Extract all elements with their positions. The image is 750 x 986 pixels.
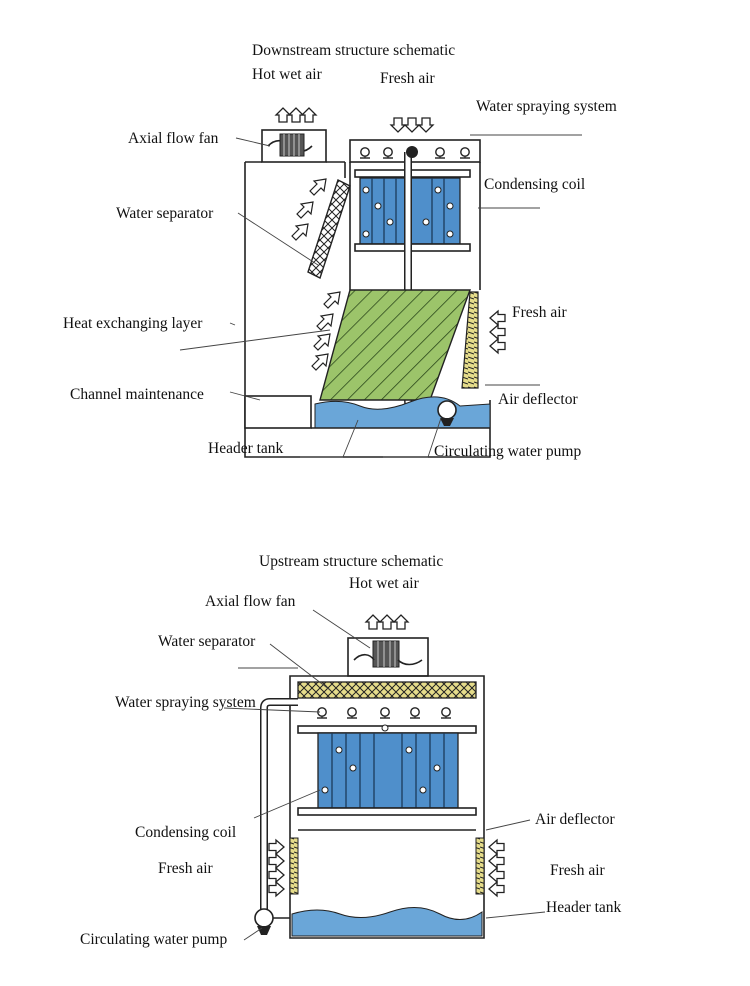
heat-exchanging-layer-label: Heat exchanging layer	[63, 315, 203, 332]
upstream-diagram: Upstream structure schematic Hot wet air…	[80, 553, 622, 948]
upstream-fresh-air-left-label: Fresh air	[158, 860, 214, 877]
side-fresh-air-arrows	[489, 310, 506, 354]
water-separator	[307, 179, 351, 279]
fresh-air-arrow	[390, 117, 406, 133]
circulating-pump	[437, 400, 457, 420]
upstream-header-tank-label: Header tank	[546, 899, 622, 916]
upstream-condensing-coil-label: Condensing coil	[135, 824, 236, 841]
upstream-water-separator-label: Water separator	[158, 633, 256, 650]
upstream-air-deflector	[475, 837, 485, 895]
channel-maintenance-label: Channel maintenance	[70, 386, 204, 403]
upstream-water-separator	[297, 681, 477, 699]
upstream-circulating-water-pump-label: Circulating water pump	[80, 931, 227, 948]
upstream-air-deflector-label: Air deflector	[535, 811, 615, 828]
upstream-left-fresh-air-arrows	[268, 839, 285, 897]
axial-flow-fan-label: Axial flow fan	[128, 130, 219, 147]
channel-maintenance	[244, 395, 312, 429]
hot-air-arrows	[275, 107, 317, 123]
fresh-air-top-label: Fresh air	[380, 70, 436, 87]
axial-fan	[261, 129, 345, 163]
header-tank-label: Header tank	[208, 440, 284, 457]
condensing-coil-label: Condensing coil	[484, 176, 585, 193]
upstream-hot-air-arrows	[365, 614, 409, 630]
upstream-axial-flow-fan-label: Axial flow fan	[205, 593, 296, 610]
upstream-fresh-air-right-label: Fresh air	[550, 862, 606, 879]
upstream-title: Upstream structure schematic	[259, 553, 443, 570]
water-spraying-system-label: Water spraying system	[476, 98, 617, 115]
upstream-hot-wet-air-label: Hot wet air	[349, 575, 420, 592]
fresh-air-side-label: Fresh air	[512, 304, 568, 321]
upstream-left-deflector	[289, 837, 299, 895]
header-tank	[314, 396, 491, 429]
upstream-right-fresh-air-arrows	[488, 839, 505, 897]
upstream-water-spraying-system-label: Water spraying system	[115, 694, 256, 711]
upstream-condensing-coil	[297, 724, 477, 816]
hot-wet-air-label: Hot wet air	[252, 66, 323, 83]
water-separator-label: Water separator	[116, 205, 214, 222]
upstream-circulating-pump	[254, 908, 274, 928]
heat-exchanging-layer	[319, 289, 471, 401]
upstream-spray-nozzles	[316, 707, 452, 719]
upstream-header-tank	[291, 907, 483, 937]
downstream-diagram: Downstream structure schematic Hot wet a…	[63, 42, 617, 460]
condensing-coil	[354, 169, 471, 252]
circulating-water-pump-label: Circulating water pump	[434, 443, 581, 460]
downstream-title: Downstream structure schematic	[252, 42, 455, 59]
air-deflector	[461, 291, 479, 389]
axial-fan-upstream	[347, 637, 429, 677]
air-deflector-label: Air deflector	[498, 391, 578, 408]
